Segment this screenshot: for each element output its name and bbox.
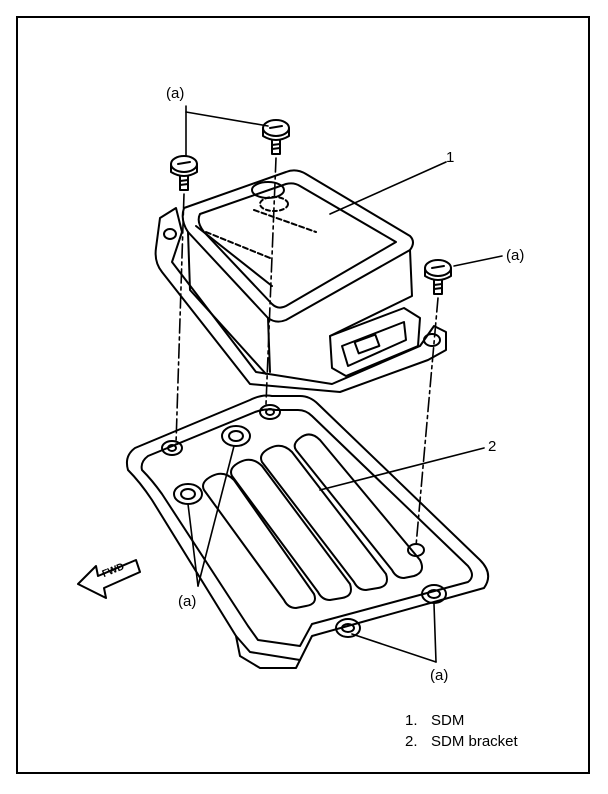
callout-part-1: 1 <box>446 149 455 166</box>
legend-item-2: 2. SDM bracket <box>405 731 518 752</box>
legend-text: SDM bracket <box>431 733 518 750</box>
sdm-bracket <box>125 394 490 669</box>
callout-a-bottom-right: (a) <box>430 667 449 684</box>
legend-item-1: 1. SDM <box>405 710 518 731</box>
parts-legend: 1. SDM 2. SDM bracket <box>405 710 518 752</box>
callout-a-top: (a) <box>166 85 185 102</box>
diagram-frame <box>16 16 590 774</box>
legend-number: 2. <box>405 733 418 750</box>
callout-part-2: 2 <box>488 438 497 455</box>
leader-lines <box>185 105 503 663</box>
screw-center <box>262 119 290 155</box>
assembly-axes <box>175 157 439 547</box>
legend-text: SDM <box>431 712 465 729</box>
callout-a-right: (a) <box>506 247 525 264</box>
screw-right <box>424 259 452 295</box>
fwd-arrow-icon <box>77 559 141 599</box>
callout-a-bottom-left: (a) <box>178 593 197 610</box>
legend-number: 1. <box>405 712 418 729</box>
sdm-module <box>154 169 447 393</box>
screw-left <box>170 155 198 191</box>
